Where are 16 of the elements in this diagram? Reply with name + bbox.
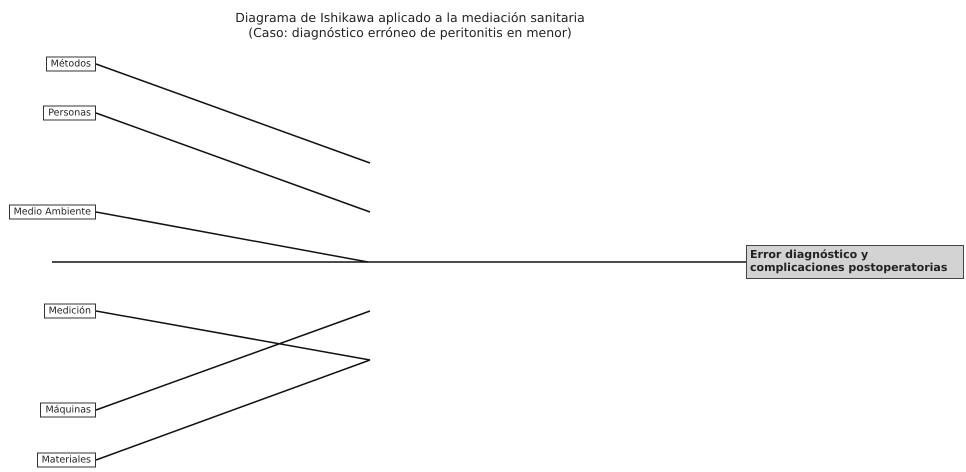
- cause-box: Personas: [43, 106, 96, 120]
- subtitle: (Caso: diagnóstico erróneo de peritonitis en menor): [248, 25, 572, 40]
- bone-line: [96, 112, 370, 213]
- diagram-title: Diagrama de Ishikawa aplicado a la mediación sanitaria: [235, 10, 585, 25]
- cause-box: Métodos: [46, 56, 96, 72]
- bone-line: [96, 63, 370, 164]
- cause-box: Máquinas: [40, 402, 96, 418]
- bone-line: [96, 310, 370, 411]
- bone-line: [96, 359, 370, 461]
- effect-box: Error diagnóstico y complicaciones postoperatorias: [746, 245, 964, 279]
- cause-box: Medio Ambiente: [8, 204, 96, 220]
- bone-line: [96, 310, 370, 361]
- cause-box: Materiales: [36, 452, 96, 468]
- bone-line: [96, 211, 368, 263]
- cause-box: Medición: [44, 304, 96, 318]
- spine-line: [52, 261, 746, 263]
